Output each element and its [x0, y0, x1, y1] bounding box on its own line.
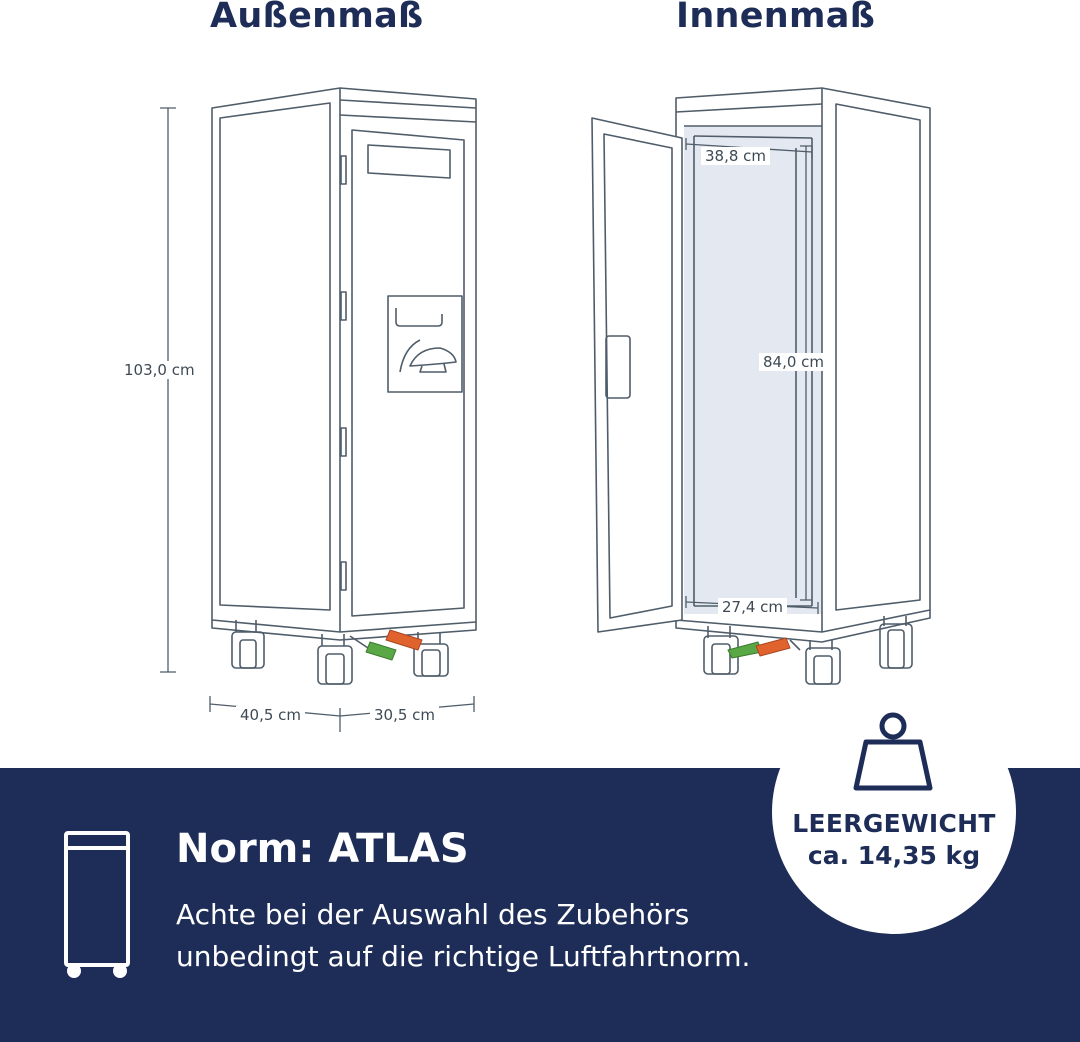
weight-badge — [770, 684, 1016, 934]
weight-value: ca. 14,35 kg — [807, 841, 981, 870]
norm-title: Norm: ATLAS — [176, 826, 469, 872]
inner-depth-label: 38,8 cm — [701, 147, 771, 165]
weight-badge-text: LEERGEWICHT ca. 14,35 kg — [786, 808, 1002, 872]
weight-label: LEERGEWICHT — [792, 809, 996, 838]
outer-trolley-drawing — [211, 87, 477, 685]
outer-width-label: 30,5 cm — [370, 706, 440, 724]
inner-trolley-drawing — [591, 87, 931, 685]
norm-description-line: Achte bei der Auswahl des Zubehörs — [176, 898, 690, 931]
inner-dimensions-heading: Innenmaß — [676, 0, 876, 36]
trolley-diagrams — [160, 87, 931, 732]
outer-depth-label: 40,5 cm — [236, 706, 306, 724]
norm-description-line: unbedingt auf die richtige Luftfahrtnorm… — [176, 940, 751, 973]
inner-width-label: 27,4 cm — [718, 598, 788, 616]
outer-height-label: 103,0 cm — [120, 361, 199, 379]
inner-height-label: 84,0 cm — [759, 353, 829, 371]
outer-dimensions-heading: Außenmaß — [210, 0, 424, 36]
trolley-icon — [64, 831, 130, 978]
inner-dimension-lines — [685, 138, 819, 614]
outer-wheels — [231, 620, 449, 685]
inner-wheels — [703, 616, 913, 685]
norm-description: Achte bei der Auswahl des Zubehörs unbed… — [176, 894, 876, 978]
weight-icon — [853, 712, 933, 791]
